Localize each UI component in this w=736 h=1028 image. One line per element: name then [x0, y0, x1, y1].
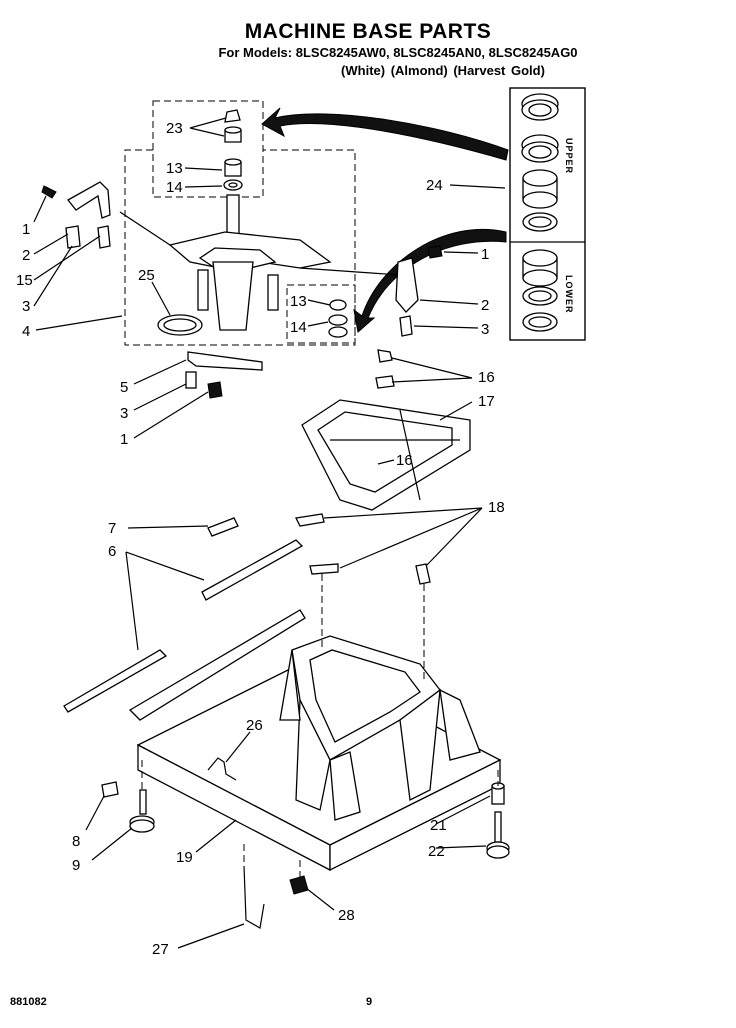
callout-16-lower: 16 [396, 452, 413, 469]
callout-1-right: 1 [481, 246, 489, 263]
part-26 [207, 757, 237, 781]
callout-5: 5 [120, 379, 128, 396]
part-17-frame [301, 399, 471, 511]
callout-27: 27 [152, 941, 169, 958]
callout-15: 15 [16, 272, 33, 289]
callout-19: 19 [176, 849, 193, 866]
callout-16: 16 [478, 369, 495, 386]
callout-25: 25 [138, 267, 155, 284]
lower-bracket [185, 351, 263, 399]
part-13-14-lower [328, 299, 348, 338]
color-variants: (White) (Almond) (Harvest Gold) [341, 63, 545, 78]
callout-1-lower: 1 [120, 431, 128, 448]
callout-2: 2 [22, 247, 30, 264]
callout-24: 24 [426, 177, 443, 194]
upper-arrow [261, 107, 509, 161]
callout-28: 28 [338, 907, 355, 924]
callout-14: 14 [166, 179, 183, 196]
callout-26: 26 [246, 717, 263, 734]
callout-17: 17 [478, 393, 495, 410]
part-23 [224, 109, 242, 143]
right-bracket [395, 245, 443, 337]
part-21-22-foot [486, 782, 510, 859]
upper-kit-box [152, 100, 264, 198]
callout-13-lower: 13 [290, 293, 307, 310]
part-27 [243, 865, 265, 929]
callout-4: 4 [22, 323, 30, 340]
callout-9: 9 [72, 857, 80, 874]
callout-22: 22 [428, 843, 445, 860]
part-8-9-foot [101, 781, 155, 833]
page-number: 9 [366, 996, 373, 1008]
transmission-box [124, 149, 356, 346]
callout-3-right: 3 [481, 321, 489, 338]
part-28 [289, 875, 309, 895]
transmission-assembly [119, 194, 401, 331]
upper-bearing-parts [521, 93, 559, 232]
lower-kit-box [286, 284, 356, 344]
left-bracket [41, 181, 111, 249]
lower-label: LOWER [564, 275, 574, 314]
page-title: MACHINE BASE PARTS [244, 20, 492, 43]
callout-18: 18 [488, 499, 505, 516]
footer-code: 881082 [10, 996, 47, 1008]
callout-7: 7 [108, 520, 116, 537]
part-25 [157, 314, 203, 336]
callout-21: 21 [430, 817, 447, 834]
part-13-upper [224, 158, 242, 177]
part-19-base [128, 609, 502, 872]
callout-13: 13 [166, 160, 183, 177]
part-7 [207, 517, 239, 537]
model-numbers: For Models: 8LSC8245AW0, 8LSC8245AN0, 8L… [218, 45, 578, 60]
part-6-rails [63, 539, 304, 713]
leader-lines [33, 117, 506, 949]
callout-3-lower: 3 [120, 405, 128, 422]
callout-1: 1 [22, 221, 30, 238]
lower-bearing-parts [522, 249, 558, 332]
callout-8: 8 [72, 833, 80, 850]
callout-3: 3 [22, 298, 30, 315]
callout-23: 23 [166, 120, 183, 137]
part-14-upper [223, 179, 243, 191]
callout-6: 6 [108, 543, 116, 560]
upper-label: UPPER [564, 138, 574, 174]
callout-14-lower: 14 [290, 319, 307, 336]
callout-2-right: 2 [481, 297, 489, 314]
part-18 [295, 513, 431, 585]
lower-arrow [353, 228, 507, 333]
bearing-kit-box [509, 87, 586, 341]
